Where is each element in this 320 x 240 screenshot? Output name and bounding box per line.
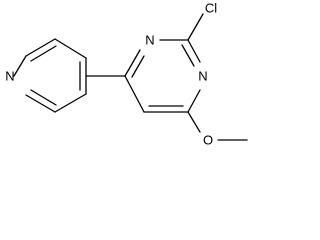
chlorine-label: Cl	[205, 1, 217, 16]
methoxy-oxygen-label: O	[203, 133, 213, 148]
bond-pyr-c2-c3	[25, 38, 56, 57]
pyrimidine-n1-label: N	[198, 69, 207, 84]
bond-pyr-c6-n-inner	[30, 89, 57, 106]
bond-pyr-c2-c3-inner	[30, 45, 57, 62]
bond-pyr-c3-c4	[54, 38, 87, 59]
bond-pym-c4-n3	[124, 49, 141, 77]
bonds	[13, 13, 248, 141]
bond-pym-n1-c6	[187, 89, 201, 113]
bond-pyr-n-c2	[13, 55, 27, 77]
chemical-structure: N N N Cl O	[5, 1, 248, 148]
bond-c2-cl	[187, 13, 204, 41]
bond-pym-c2-n1-inner	[181, 44, 195, 67]
bond-pyr-c5-c6	[54, 93, 87, 113]
pyrimidine-n3-label: N	[145, 33, 154, 48]
pyridine-nitrogen-label: N	[5, 69, 14, 84]
bond-pym-c2-n1	[187, 39, 201, 63]
atom-labels: N N N Cl O	[5, 1, 217, 148]
bond-pym-c5-c4	[124, 75, 145, 113]
bond-c6-o	[187, 111, 201, 133]
bond-pym-c4-n3-inner	[131, 55, 145, 78]
bond-pyr-c6-n	[25, 94, 56, 113]
